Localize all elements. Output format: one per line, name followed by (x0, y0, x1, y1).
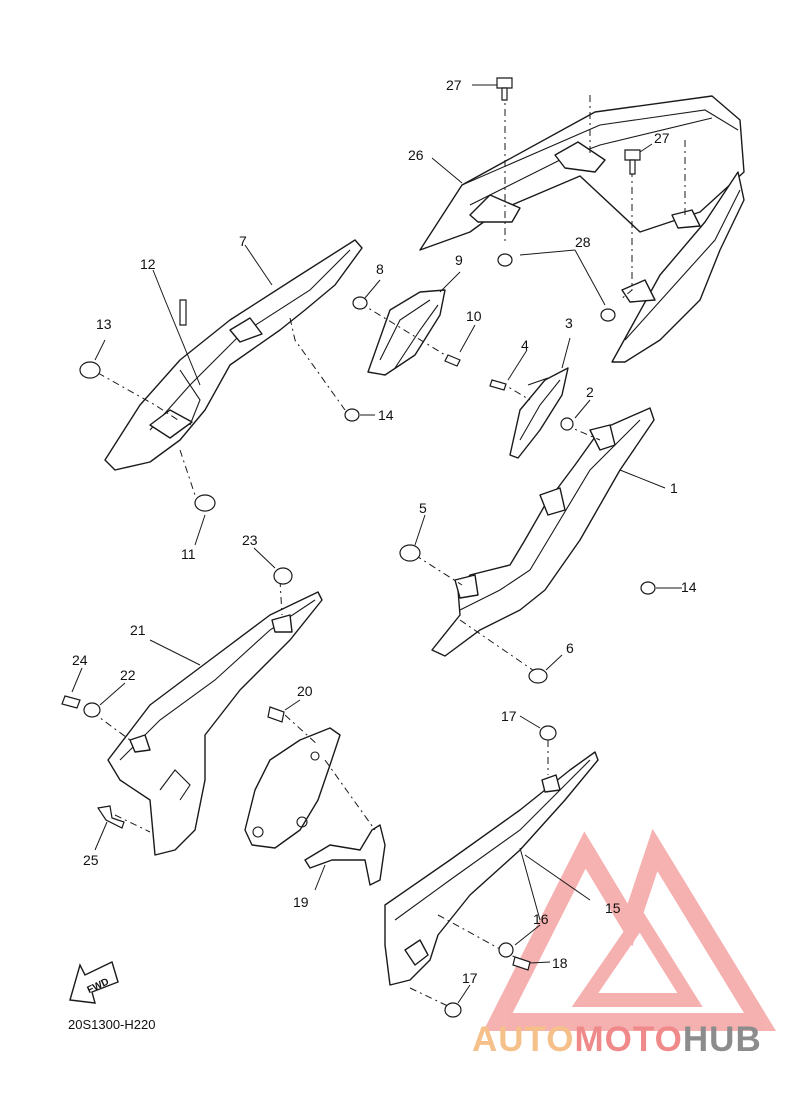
callout-9: 9 (455, 252, 463, 268)
screw-10 (444, 354, 461, 367)
part-1-side-cover (431, 407, 655, 657)
grommet-5 (399, 544, 421, 562)
callout-18: 18 (552, 955, 568, 971)
grommet-11 (194, 494, 216, 512)
collar-2 (560, 417, 574, 431)
nut-17b (444, 1002, 462, 1018)
nut-14a (344, 408, 360, 422)
part-7-side-panel (104, 239, 363, 471)
callout-19: 19 (293, 894, 309, 910)
nut-23 (273, 567, 293, 585)
hardware (61, 77, 656, 1018)
callout-20: 20 (297, 683, 313, 699)
fwd-arrow-icon: FWD (69, 961, 119, 1004)
collar-22 (83, 702, 101, 718)
bolt-13 (79, 361, 101, 379)
callout-22: 22 (120, 667, 136, 683)
callout-6: 6 (566, 640, 574, 656)
callout-21: 21 (130, 622, 146, 638)
leader-lines (71, 84, 682, 1004)
callout-27: 27 (654, 130, 670, 146)
watermark-part1: AUTO (472, 1020, 575, 1059)
watermark-brand: AUTOMOTOHUB (472, 1020, 762, 1060)
bolt-20 (267, 706, 285, 723)
bolt-18 (512, 956, 531, 971)
callout-3: 3 (565, 315, 573, 331)
bolt-27a (496, 77, 513, 101)
rivet-25 (96, 805, 125, 829)
nut-28b (600, 308, 616, 322)
nut-17a (539, 725, 557, 741)
bolt-6 (528, 668, 548, 684)
callout-2: 2 (586, 384, 594, 400)
screw-4 (489, 379, 507, 391)
grommet-12 (179, 299, 187, 326)
callout-27: 27 (446, 77, 462, 93)
callout-7: 7 (239, 233, 247, 249)
callout-16: 16 (533, 911, 549, 927)
callout-5: 5 (419, 500, 427, 516)
watermark-part2: MOTO (574, 1020, 683, 1059)
part-19-plate (244, 727, 386, 886)
callout-10: 10 (466, 308, 482, 324)
collar-16 (498, 942, 514, 958)
callout-numbers: 27 26 27 28 7 12 8 9 10 13 3 4 2 14 1 5 … (72, 77, 697, 986)
callout-12: 12 (140, 256, 156, 272)
nut-28a (497, 253, 513, 267)
callout-15: 15 (605, 900, 621, 916)
collar-8 (352, 296, 368, 310)
callout-17: 17 (501, 708, 517, 724)
nut-14b (640, 581, 656, 595)
callout-28: 28 (575, 234, 591, 250)
bolt-24 (61, 695, 81, 709)
part-9-bracket (367, 289, 446, 376)
bolt-27b (624, 149, 641, 175)
watermark-logo (483, 828, 777, 1031)
callout-4: 4 (521, 337, 529, 353)
callout-11: 11 (181, 546, 196, 562)
callout-23: 23 (242, 532, 258, 548)
part-15-side-cover (384, 751, 599, 986)
assembly-lines (91, 92, 686, 1009)
callout-26: 26 (408, 147, 424, 163)
callout-14: 14 (681, 579, 697, 595)
callout-14: 14 (378, 407, 394, 423)
callout-24: 24 (72, 652, 88, 668)
watermark-part3: HUB (682, 1020, 762, 1059)
callout-1: 1 (670, 480, 678, 496)
callout-17: 17 (462, 970, 478, 986)
diagram-code: 20S1300-H220 (68, 1017, 156, 1032)
part-3-bracket (509, 367, 569, 459)
callout-13: 13 (96, 316, 112, 332)
part-26-grab-bar (419, 95, 745, 363)
part-21-side-cover (107, 591, 323, 856)
callout-8: 8 (376, 261, 384, 277)
callout-25: 25 (83, 852, 99, 868)
